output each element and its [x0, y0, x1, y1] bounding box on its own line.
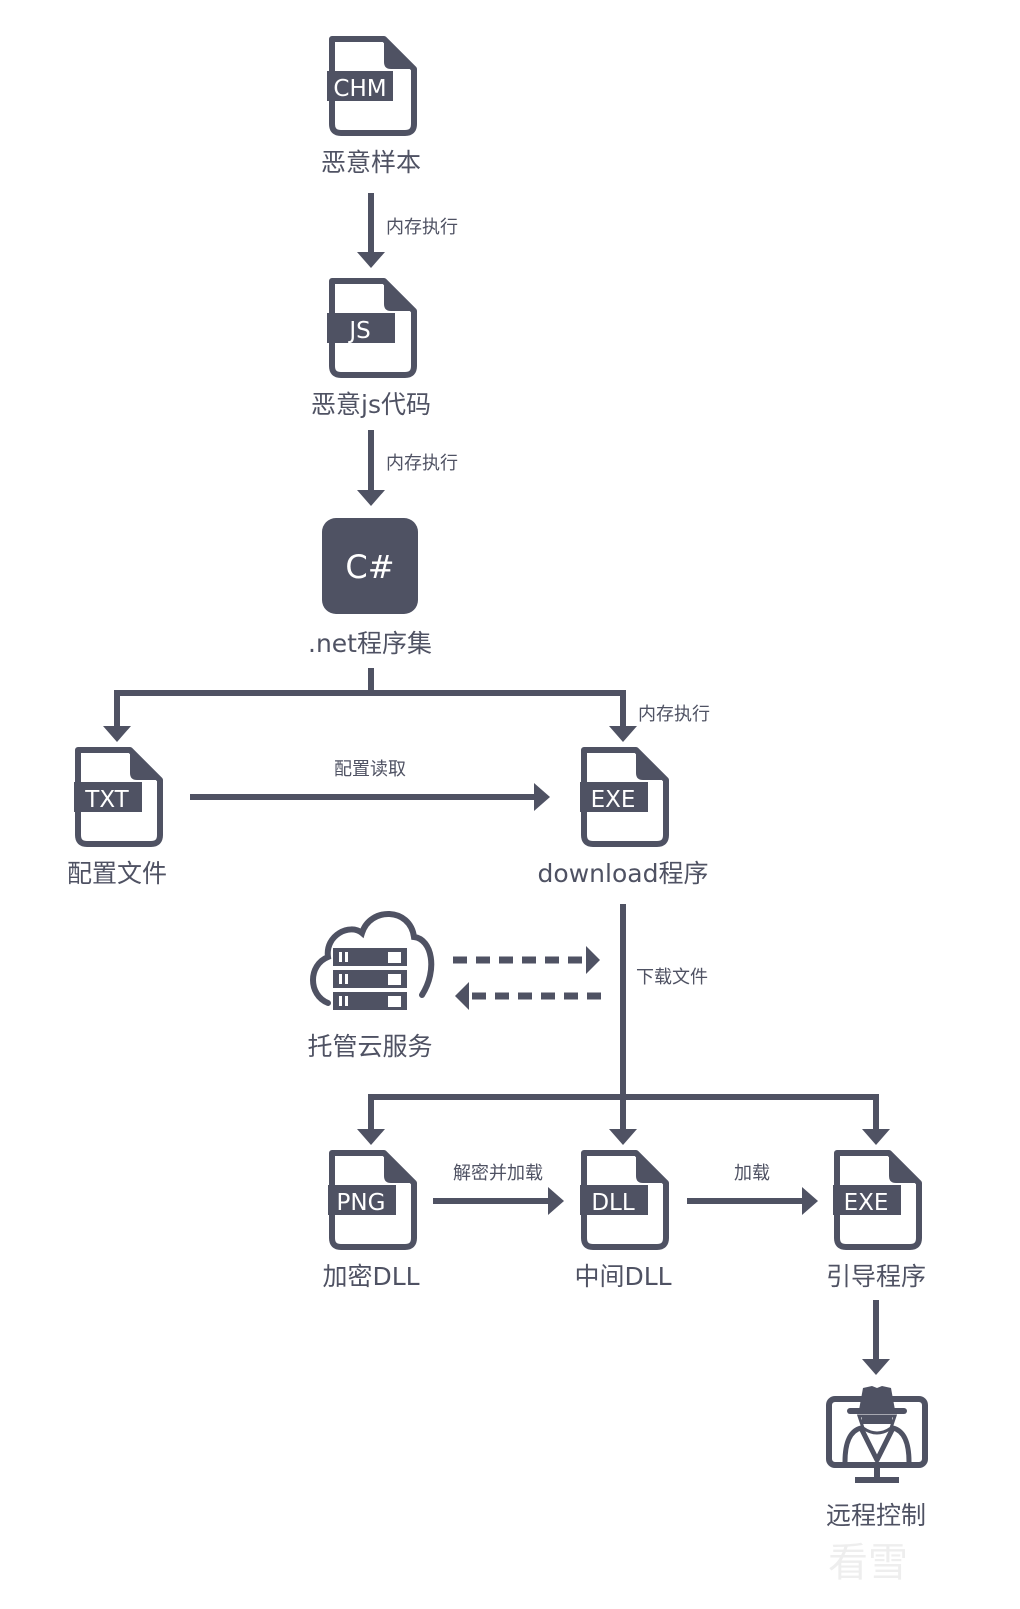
edge-txt-download: [190, 783, 550, 811]
edge-loader-remote: [862, 1300, 890, 1375]
edge-label-png-dll: 解密并加载: [453, 1163, 543, 1184]
edge-label-chm-js: 内存执行: [386, 217, 458, 238]
badge-loader: EXE: [844, 1190, 889, 1216]
node-label-cloud: 托管云服务: [307, 1032, 433, 1061]
node-label-net: .net程序集: [308, 629, 432, 658]
file-icon-loader: EXE: [833, 1153, 919, 1247]
node-label-dll: 中间DLL: [574, 1262, 672, 1291]
cloud-server-icon: [310, 911, 435, 1010]
edge-label-txt-download: 配置读取: [334, 759, 406, 780]
badge-js: JS: [347, 318, 370, 344]
edge-label-js-net: 内存执行: [386, 453, 458, 474]
edge-download-branch: [357, 904, 890, 1145]
node-label-chm: 恶意样本: [320, 148, 422, 177]
badge-dll: DLL: [591, 1190, 635, 1216]
watermark: 看雪: [828, 1540, 908, 1586]
edge-net-branch: [103, 668, 637, 742]
edge-png-dll: [433, 1187, 564, 1215]
edge-label-net-download: 内存执行: [638, 704, 710, 725]
badge-chm: CHM: [333, 76, 386, 102]
node-label-remote: 远程控制: [825, 1501, 927, 1530]
node-label-loader: 引导程序: [825, 1262, 927, 1291]
edge-label-download-files: 下载文件: [636, 967, 708, 988]
file-icon-chm: CHM: [327, 39, 414, 133]
file-icon-png: PNG: [328, 1153, 414, 1247]
badge-png: PNG: [337, 1190, 386, 1216]
node-label-txt: 配置文件: [66, 859, 168, 888]
badge-net: C#: [345, 548, 394, 586]
badge-download: EXE: [591, 787, 636, 813]
edge-dll-loader: [687, 1187, 818, 1215]
node-label-download: download程序: [537, 859, 709, 888]
edge-chm-js: [357, 193, 385, 268]
badge-txt: TXT: [84, 787, 129, 813]
edge-cloud-download: [455, 982, 601, 1010]
file-icon-txt: TXT: [74, 750, 160, 844]
spy-monitor-icon: [826, 1386, 928, 1483]
edge-label-dll-loader: 加载: [734, 1163, 770, 1184]
csharp-icon: C#: [322, 518, 418, 614]
file-icon-js: JS: [327, 281, 414, 375]
file-icon-download: EXE: [580, 750, 666, 844]
edge-cloud-upload: [453, 946, 600, 974]
edge-js-net: [357, 430, 385, 506]
file-icon-dll: DLL: [580, 1153, 666, 1247]
node-label-js: 恶意js代码: [311, 390, 431, 419]
node-label-png: 加密DLL: [322, 1262, 420, 1291]
